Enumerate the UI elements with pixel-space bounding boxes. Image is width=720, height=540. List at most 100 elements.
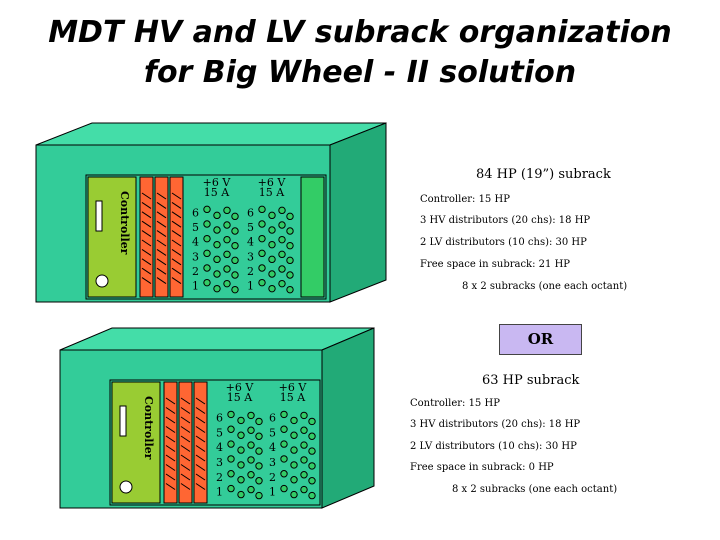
subrack-84-lv-socket <box>278 235 286 244</box>
subrack-63-hv-module-3 <box>193 381 208 504</box>
subrack-63-lv-channel-4: 4 <box>216 441 223 454</box>
subrack-63-hv-connector <box>180 483 191 490</box>
subrack-84-hv-connector <box>141 239 152 247</box>
subrack-84-lv-voltage: +6 V <box>258 176 287 189</box>
subrack-63-lv-socket <box>255 417 263 426</box>
subrack-63-lv-socket <box>290 476 298 484</box>
subrack-63-lv-socket <box>227 425 235 433</box>
subrack-84-hv-connector <box>156 211 167 219</box>
subrack-84-lv-channel-2: 2 <box>247 265 254 278</box>
subrack-84-lv-channel-3: 3 <box>247 250 254 263</box>
subrack-84-hv-connector <box>156 192 167 200</box>
subrack-63-lv-socket <box>290 461 298 469</box>
subrack-84-hv-connector <box>156 248 167 256</box>
subrack-84-hv-connector <box>156 277 167 285</box>
subrack-63-lv-socket <box>237 461 245 469</box>
subrack-63-lv-socket <box>280 484 288 493</box>
subrack-63-lv-socket <box>290 446 298 454</box>
subrack-84-hv-connector <box>171 267 182 275</box>
subrack-63-line-controller: Controller: 15 HP <box>410 398 500 409</box>
subrack-63-lv-socket <box>247 441 255 449</box>
subrack-63-lv-socket <box>255 491 263 500</box>
subrack-63-hv-connector <box>195 445 206 452</box>
subrack-63-lv-channel-3: 3 <box>269 456 276 469</box>
subrack-84-lv-socket <box>223 221 231 229</box>
subrack-63-lv-socket <box>280 440 288 448</box>
subrack-84-lv-socket <box>268 270 276 278</box>
subrack-84-lv-socket <box>231 241 239 250</box>
subrack-84-hv-connector <box>171 248 182 256</box>
subrack-84-lv-socket <box>213 211 221 220</box>
subrack-63-hv-connector <box>165 435 176 443</box>
subrack-63-hv-connector <box>165 397 176 405</box>
subrack-63-hv-connector <box>195 483 206 490</box>
subrack-63-lv-socket <box>300 426 308 434</box>
subrack-63-hv-connector <box>165 426 176 433</box>
subrack-63-lv-channel-3: 3 <box>216 456 223 469</box>
subrack-63-lv-channel-6: 6 <box>269 411 276 424</box>
subrack-63-lv-channel-1: 1 <box>216 486 223 499</box>
subrack-84-lv-channel-4: 4 <box>247 236 254 249</box>
subrack-63-lv-channel-5: 5 <box>216 426 223 439</box>
subrack-63-lv-socket <box>247 471 255 479</box>
subrack-63-controller-slot <box>119 405 127 437</box>
subrack-84-lv-socket <box>268 226 276 234</box>
subrack-63-hv-connector <box>180 445 191 452</box>
subrack-84-side-face <box>329 122 387 303</box>
subrack-63-hv-connector <box>195 464 206 471</box>
subrack-84-hv-connector <box>156 201 167 209</box>
subrack-63-lv-socket <box>308 432 316 440</box>
subrack-84-lv-channel-1: 1 <box>247 280 254 293</box>
subrack-84-line-lv: 2 LV distributors (10 chs): 30 HP <box>420 237 587 248</box>
subrack-84-lv-socket <box>268 240 276 249</box>
subrack-84-hv-module-1 <box>139 176 154 298</box>
subrack-63-hv-connector <box>165 473 176 481</box>
or-separator: OR <box>499 324 582 355</box>
subrack-84-lv-socket <box>231 256 239 265</box>
subrack-63-hv-module-2 <box>178 381 193 504</box>
subrack-84-lv-socket <box>213 284 221 293</box>
subrack-63-lv-socket <box>290 490 298 499</box>
subrack-63-lv-channel-6: 6 <box>216 411 223 424</box>
subrack-63-lv-socket <box>237 431 245 439</box>
subrack-84-lv-socket <box>286 285 294 294</box>
subrack-84-lv-socket <box>258 205 266 214</box>
subrack-84-lv-socket <box>268 284 276 293</box>
subrack-84-hv-connector <box>141 192 152 200</box>
subrack-84-top-face <box>35 122 387 146</box>
subrack-63-lv-voltage: +6 V <box>279 381 308 394</box>
subrack-84-hv-connector <box>156 258 167 266</box>
subrack-84-controller-label: Controller <box>118 191 131 255</box>
subrack-84-lv-socket <box>213 270 221 278</box>
subrack-63-lv-socket <box>308 462 316 470</box>
title-line-2: for Big Wheel - II solution <box>143 55 577 90</box>
subrack-63-hv-connector <box>165 445 176 452</box>
subrack-84-lv-current: 15 A <box>204 186 230 199</box>
subrack-84-lv-channel-3: 3 <box>192 250 199 263</box>
subrack-63-side-face <box>321 327 375 509</box>
subrack-63-lv-socket <box>237 490 245 499</box>
subrack-84-hv-connector <box>141 258 152 266</box>
subrack-63-lv-socket <box>300 456 308 464</box>
subrack-84-lv-socket <box>213 255 221 264</box>
subrack-84-lv-socket <box>258 234 266 243</box>
subrack-84-lv-socket <box>278 221 286 229</box>
subrack-84-hv-connector <box>141 267 152 275</box>
subrack-63-lv-socket <box>300 411 308 420</box>
subrack-63-hv-connector <box>195 473 206 481</box>
subrack-63-lv-socket <box>227 440 235 448</box>
subrack-84-lv-socket <box>231 285 239 294</box>
subrack-63-lv-socket <box>247 411 255 420</box>
subrack-63-hv-connector <box>165 416 176 424</box>
subrack-63-lv-socket <box>255 447 263 455</box>
subrack-84-lv-channel-2: 2 <box>192 265 199 278</box>
subrack-84-hv-connector <box>171 277 182 285</box>
subrack-63-lv-socket <box>255 477 263 485</box>
subrack-84-hv-connector <box>171 201 182 209</box>
subrack-84-hv-connector <box>141 220 152 228</box>
subrack-63-controller-module <box>111 381 161 504</box>
subrack-84-hv-connector <box>171 220 182 228</box>
subrack-84-lv-socket <box>203 264 211 272</box>
